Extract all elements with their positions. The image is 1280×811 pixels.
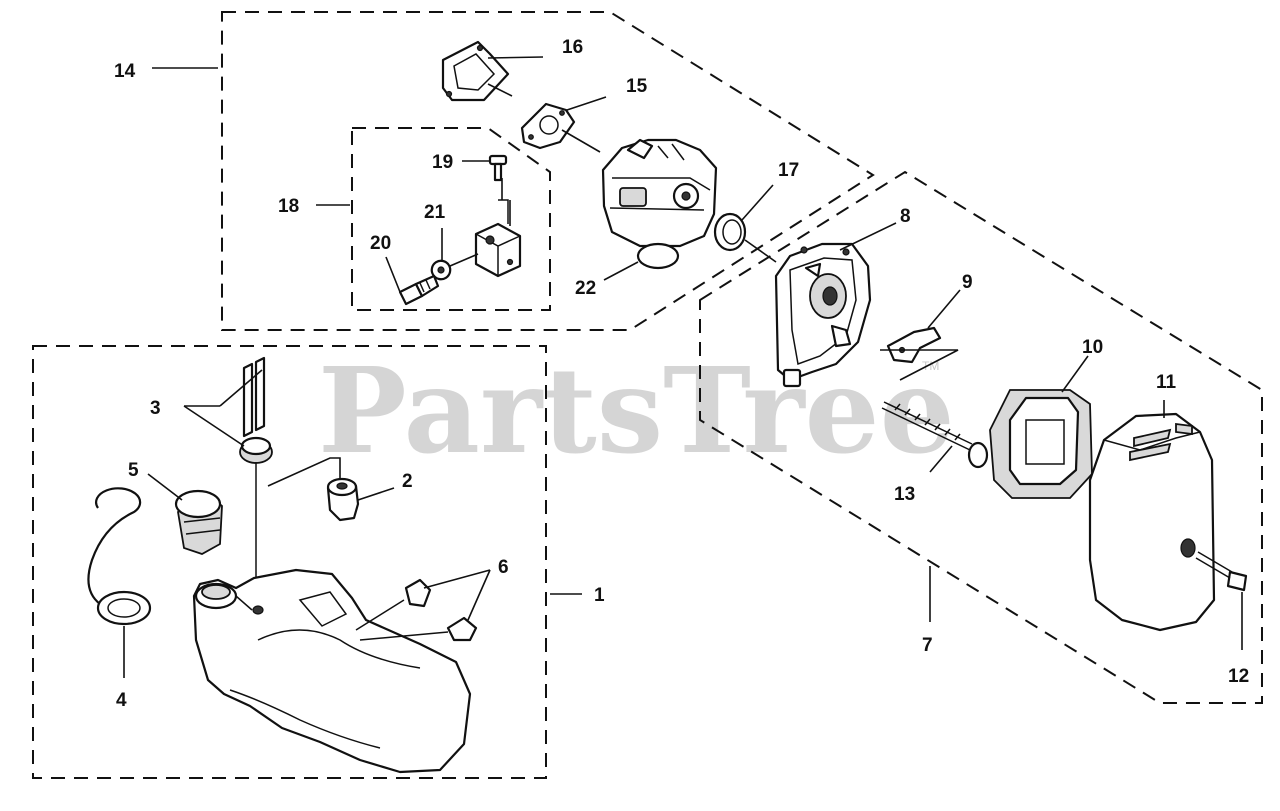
mounting-bolt-13 [881, 401, 989, 469]
callout-1: 1 [594, 585, 605, 606]
callout-21: 21 [424, 202, 446, 223]
callout-22: 22 [575, 278, 596, 299]
watermark-text: PartsTree [318, 341, 955, 480]
carburetor-22 [601, 138, 718, 270]
callout-19: 19 [432, 152, 453, 173]
watermark: PartsTree TM [318, 341, 955, 480]
callout-14: 14 [114, 61, 136, 82]
fuel-cap-5 [174, 489, 223, 555]
callout-20: 20 [370, 233, 391, 254]
callout-10: 10 [1082, 337, 1103, 358]
callout-2: 2 [402, 471, 413, 492]
callout-17: 17 [778, 160, 799, 181]
callout-3: 3 [150, 398, 161, 419]
choke-lever-9 [886, 326, 942, 364]
adjuster-screw-19 [488, 154, 508, 182]
callout-15: 15 [626, 76, 648, 97]
seal-ring-17 [713, 212, 747, 252]
fuel-tank-strap-4 [87, 487, 152, 626]
callout-12: 12 [1228, 666, 1249, 687]
air-filter-10 [989, 389, 1093, 499]
callout-5: 5 [128, 460, 139, 481]
filter-cover-11 [1088, 412, 1216, 632]
gasket-16 [441, 40, 510, 102]
callout-18: 18 [278, 196, 299, 217]
callout-7: 7 [922, 635, 933, 656]
callout-13: 13 [894, 484, 915, 505]
callout-6: 6 [498, 557, 509, 578]
grommet-2 [326, 477, 360, 522]
leader-lines [123, 56, 1243, 678]
carburetor-kit-boundary [221, 11, 875, 331]
air-filter-boundary [699, 170, 1263, 704]
callout-8: 8 [900, 206, 911, 227]
callout-4: 4 [116, 690, 127, 711]
callout-9: 9 [962, 272, 973, 293]
group-boundaries [32, 11, 1263, 779]
fuel-tank-boundary [32, 345, 547, 779]
adjuster-kit-boundary [351, 127, 551, 311]
fuel-filter-3 [239, 356, 273, 602]
callout-11: 11 [1156, 372, 1177, 393]
limiter-cap-assembly [474, 199, 522, 278]
screw-20 [398, 274, 440, 306]
air-filter-base-8 [774, 242, 872, 388]
gasket-15 [520, 102, 576, 150]
fuel-tank [192, 568, 472, 774]
screw-12 [1195, 551, 1248, 592]
callout-numbers: 1 2 3 4 5 6 7 8 9 10 11 12 13 14 15 16 1… [114, 37, 1249, 711]
callout-16: 16 [562, 37, 583, 58]
clamp-6 [355, 578, 478, 642]
